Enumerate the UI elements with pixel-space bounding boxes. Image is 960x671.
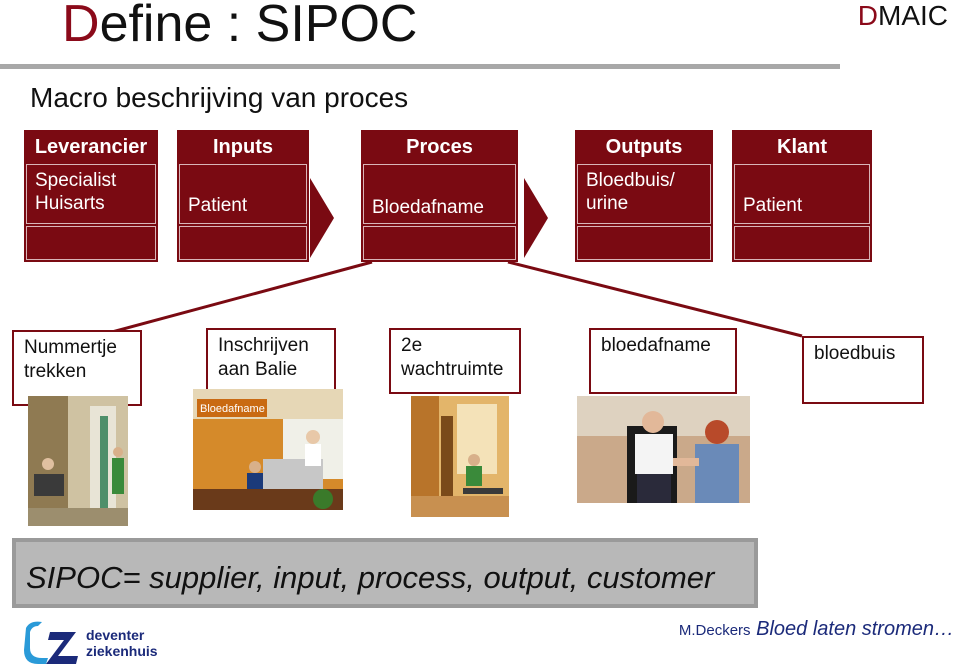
process-step: 2e wachtruimte <box>389 328 521 394</box>
credit-author: M.Deckers <box>678 622 751 639</box>
credit-tagline: Bloed laten stromen… <box>756 618 954 640</box>
process-step: Inschrijven aan Balie <box>206 328 336 394</box>
column-body: Patient <box>734 164 870 224</box>
logo-line1: deventer <box>86 627 145 643</box>
title-rest: efine : SIPOC <box>99 0 418 53</box>
logo-line2: ziekenhuis <box>86 643 158 659</box>
column-body: Patient <box>179 164 307 224</box>
logo-icon: deventer ziekenhuis <box>24 621 158 664</box>
sipoc-definition-text: SIPOC= supplier, input, process, output,… <box>26 560 715 595</box>
expansion-line-right <box>507 260 803 338</box>
blood-draw-illustration <box>577 396 750 503</box>
sipoc-column-klant: Klant Patient <box>732 130 872 262</box>
dmaic-initial: D <box>857 0 878 31</box>
dmaic-label: DMAIC <box>858 0 948 32</box>
column-header: Proces <box>406 136 473 158</box>
column-footer <box>179 226 307 260</box>
hospital-logo: deventer ziekenhuis <box>20 618 170 666</box>
process-step: bloedbuis <box>802 336 924 404</box>
photo-blood-draw <box>577 396 750 503</box>
expansion-line-left <box>111 260 373 334</box>
sipoc-column-inputs: Inputs Patient <box>177 130 309 262</box>
column-footer <box>363 226 516 260</box>
page-title: Define : SIPOC <box>62 0 417 54</box>
flow-arrow-icon <box>310 178 334 258</box>
column-body: Bloedafname <box>363 164 516 224</box>
dmaic-rest: MAIC <box>878 0 948 31</box>
column-header: Klant <box>777 136 827 158</box>
column-header: Leverancier <box>34 136 148 158</box>
photo-second-waiting-room <box>411 396 509 517</box>
photo-waiting-room <box>28 396 128 526</box>
sipoc-definition-box: SIPOC= supplier, input, process, output,… <box>12 538 758 608</box>
process-step: bloedafname <box>589 328 737 394</box>
column-footer <box>734 226 870 260</box>
photo-reception-desk: Bloedafname <box>193 389 343 510</box>
sipoc-definition-inner <box>16 542 754 604</box>
sipoc-column-outputs: Outputs Bloedbuis/ urine <box>575 130 713 262</box>
slide-credit: M.Deckers Bloed laten stromen… <box>679 618 954 641</box>
column-footer <box>577 226 711 260</box>
column-header: Inputs <box>213 136 273 158</box>
header-rule <box>0 64 840 69</box>
sipoc-column-leverancier: Leverancier Specialist Huisarts <box>24 130 158 262</box>
title-initial: D <box>62 0 100 53</box>
reception-illustration: Bloedafname <box>193 389 343 510</box>
flow-arrow-icon <box>524 178 548 258</box>
reception-sign-text: Bloedafname <box>200 403 265 415</box>
column-body: Bloedbuis/ urine <box>577 164 711 224</box>
subtitle: Macro beschrijving van proces <box>30 82 409 113</box>
column-footer <box>26 226 156 260</box>
column-header: Outputs <box>605 136 683 158</box>
column-body: Specialist Huisarts <box>26 164 156 224</box>
hallway-illustration <box>411 396 509 517</box>
process-step: Nummertje trekken <box>12 330 142 406</box>
sipoc-column-proces: Proces Bloedafname <box>361 130 518 262</box>
waiting-room-illustration <box>28 396 128 526</box>
